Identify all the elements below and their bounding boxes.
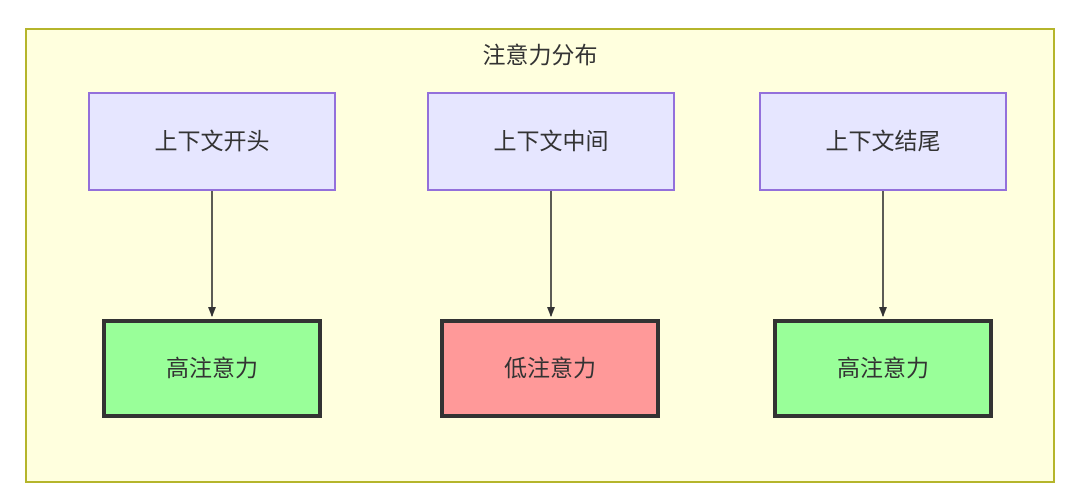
node-label: 低注意力 (504, 355, 596, 381)
node-label: 上下文结尾 (825, 128, 941, 154)
node-context-middle[interactable]: 上下文中间 (427, 92, 675, 191)
node-attention-low-middle[interactable]: 低注意力 (440, 319, 660, 418)
node-context-start[interactable]: 上下文开头 (88, 92, 336, 191)
node-attention-high-end[interactable]: 高注意力 (773, 319, 993, 418)
node-context-end[interactable]: 上下文结尾 (759, 92, 1007, 191)
node-label: 高注意力 (166, 355, 258, 381)
node-label: 上下文中间 (493, 128, 609, 154)
node-label: 高注意力 (837, 355, 929, 381)
diagram-title: 注意力分布 (482, 42, 598, 68)
node-attention-high-start[interactable]: 高注意力 (102, 319, 322, 418)
node-label: 上下文开头 (154, 128, 270, 154)
